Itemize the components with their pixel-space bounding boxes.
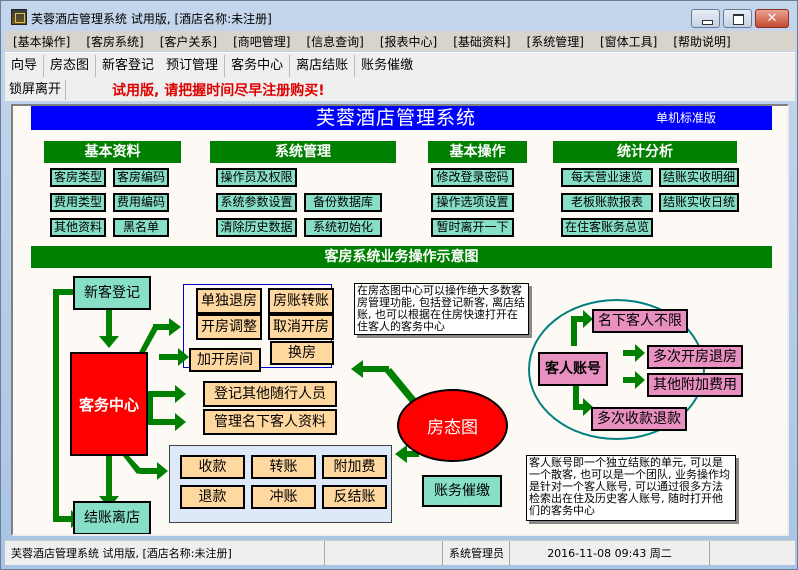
status-datetime: 2016-11-08 09:43 周二 (510, 541, 710, 566)
status-bar: 芙蓉酒店管理系统 试用版, [酒店名称:未注册] 系统管理员 2016-11-0… (5, 540, 795, 566)
app-icon (11, 9, 27, 25)
room-status-button[interactable]: 房态图 (44, 55, 97, 77)
new-guest-node[interactable]: 新客登记 (73, 276, 151, 310)
room-bill-transfer-node[interactable]: 房账转账 (268, 288, 334, 314)
temp-leave-button[interactable]: 暂时离开一下 (431, 218, 514, 237)
title-bar[interactable]: 芙蓉酒店管理系统 试用版, [酒店名称:未注册] ✕ (1, 1, 797, 31)
menu-system-mgmt[interactable]: [系统管理] (526, 34, 584, 49)
edition-label: 单机标准版 (656, 111, 717, 125)
room-adjust-node[interactable]: 开房调整 (196, 314, 262, 340)
single-checkout-node[interactable]: 单独退房 (196, 288, 262, 314)
multiple-checkin-node: 多次开房退房 (647, 345, 743, 369)
add-room-node[interactable]: 加开房间 (189, 348, 261, 372)
register-companions-node[interactable]: 登记其他随行人员 (203, 381, 337, 407)
section-system-mgmt: 系统管理 (210, 141, 396, 163)
change-room-node[interactable]: 换房 (270, 341, 334, 365)
checkout-daily-button[interactable]: 结账实收日统 (659, 193, 739, 212)
reverse-checkout-node[interactable]: 反结账 (322, 485, 387, 509)
option-settings-button[interactable]: 操作选项设置 (431, 193, 514, 212)
room-type-button[interactable]: 客房类型 (50, 168, 106, 187)
multiple-payments-node: 多次收款退款 (591, 407, 687, 431)
new-guest-button[interactable]: 新客登记 (102, 58, 155, 73)
close-icon: ✕ (766, 11, 778, 26)
menu-bar: [基本操作] [客房系统] [客户关系] [商吧管理] [信息查询] [报表中心… (5, 31, 795, 51)
fee-type-button[interactable]: 费用类型 (50, 193, 106, 212)
minimize-button[interactable] (691, 9, 720, 28)
refund-node[interactable]: 退款 (180, 485, 245, 509)
boss-report-button[interactable]: 老板账款报表 (561, 193, 653, 212)
unlimited-guests-node: 名下客人不限 (592, 309, 688, 333)
checkout-node[interactable]: 结账离店 (73, 501, 151, 534)
section-basic-ops: 基本操作 (428, 141, 527, 163)
operator-permissions-button[interactable]: 操作员及权限 (216, 168, 297, 187)
main-panel: 芙蓉酒店管理系统 单机标准版 基本资料 系统管理 基本操作 统计分析 客房类型 … (11, 104, 789, 536)
cancel-room-node[interactable]: 取消开房 (268, 314, 334, 340)
wizard-button[interactable]: 向导 (5, 55, 45, 77)
menu-bar-management[interactable]: [商吧管理] (233, 34, 291, 49)
maximize-button[interactable] (723, 9, 752, 28)
surcharge-node[interactable]: 附加费 (322, 455, 387, 479)
menu-base-data[interactable]: [基础资料] (453, 34, 511, 49)
blacklist-button[interactable]: 黑名单 (113, 218, 169, 237)
diagram-title: 客房系统业务操作示意图 (31, 246, 772, 268)
room-code-button[interactable]: 客房编码 (113, 168, 169, 187)
in-house-accounts-button[interactable]: 在住客账务总览 (561, 218, 653, 237)
room-status-note: 在房态图中心可以操作绝大多数客房管理功能, 包括登记新客, 离店结账, 也可以根… (354, 283, 529, 335)
system-params-button[interactable]: 系统参数设置 (216, 193, 297, 212)
toolbar-secondary: 锁屏离开 试用版, 请把握时间尽早注册购买! (5, 79, 795, 101)
receive-payment-node[interactable]: 收款 (180, 455, 245, 479)
transfer-node[interactable]: 转账 (251, 455, 316, 479)
guest-account-node[interactable]: 客人账号 (538, 352, 608, 386)
system-init-button[interactable]: 系统初始化 (304, 218, 382, 237)
other-fees-node: 其他附加费用 (647, 373, 743, 397)
banner-title: 芙蓉酒店管理系统 (316, 107, 477, 129)
toolbar: 向导 房态图 新客登记 预订管理 客务中心 离店结账 账务催缴 (5, 52, 795, 79)
close-button[interactable]: ✕ (755, 9, 789, 28)
dunning-node[interactable]: 账务催缴 (422, 475, 502, 507)
section-basic-data: 基本资料 (44, 141, 181, 163)
lock-screen-button[interactable]: 锁屏离开 (5, 80, 67, 100)
service-center-button[interactable]: 客务中心 (225, 55, 291, 77)
window-title: 芙蓉酒店管理系统 试用版, [酒店名称:未注册] (31, 12, 272, 26)
fee-code-button[interactable]: 费用编码 (113, 193, 169, 212)
menu-info-query[interactable]: [信息查询] (306, 34, 364, 49)
checkout-button[interactable]: 离店结账 (290, 55, 356, 77)
room-status-node[interactable]: 房态图 (397, 389, 508, 462)
trial-message: 试用版, 请把握时间尽早注册购买! (112, 83, 325, 99)
dunning-button[interactable]: 账务催缴 (361, 58, 414, 73)
section-stats: 统计分析 (553, 141, 737, 163)
reservation-button[interactable]: 预订管理 (160, 55, 226, 77)
account-note: 客人账号即一个独立结账的单元, 可以是一个散客, 也可以是一个团队, 业务操作均… (526, 455, 736, 521)
menu-window-tools[interactable]: [窗体工具] (600, 34, 658, 49)
daily-overview-button[interactable]: 每天营业速览 (561, 168, 653, 187)
menu-basic-ops[interactable]: [基本操作] (13, 34, 71, 49)
menu-report-center[interactable]: [报表中心] (379, 34, 438, 49)
other-data-button[interactable]: 其他资料 (50, 218, 106, 237)
clear-history-button[interactable]: 清除历史数据 (216, 218, 297, 237)
service-center-node[interactable]: 客务中心 (70, 352, 148, 456)
status-user: 系统管理员 (442, 541, 510, 566)
menu-customer-relations[interactable]: [客户关系] (159, 34, 218, 49)
status-app-info: 芙蓉酒店管理系统 试用版, [酒店名称:未注册] (5, 541, 325, 566)
checkout-detail-button[interactable]: 结账实收明细 (659, 168, 739, 187)
banner: 芙蓉酒店管理系统 单机标准版 (31, 106, 772, 130)
backup-db-button[interactable]: 备份数据库 (304, 193, 382, 212)
menu-room-system[interactable]: [客房系统] (86, 34, 144, 49)
menu-help[interactable]: [帮助说明] (673, 34, 731, 49)
manage-guests-node[interactable]: 管理名下客人资料 (203, 409, 337, 435)
reverse-entry-node[interactable]: 冲账 (251, 485, 316, 509)
change-password-button[interactable]: 修改登录密码 (431, 168, 514, 187)
